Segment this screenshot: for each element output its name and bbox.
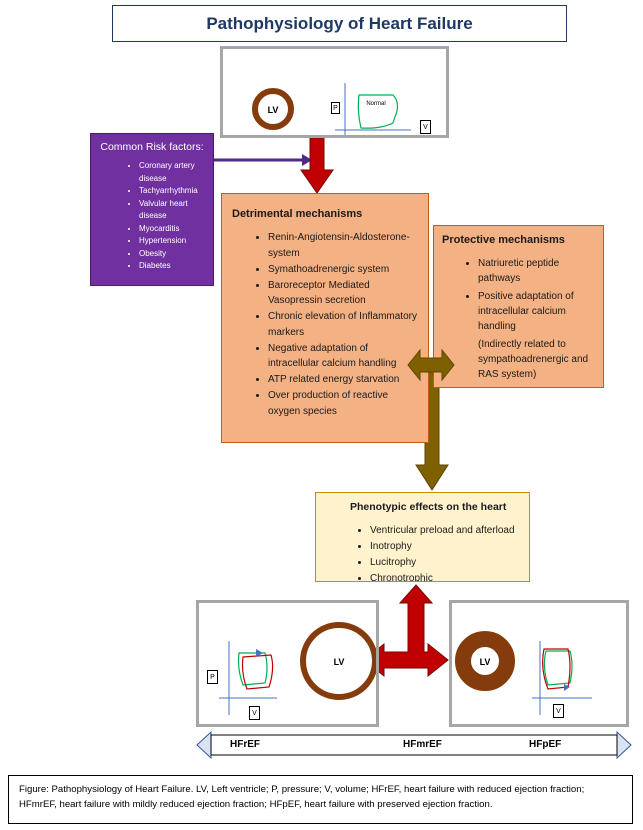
hfref-panel: LV P V	[196, 600, 379, 727]
hfref-label: HFrEF	[230, 739, 260, 750]
page-title: Pathophysiology of Heart Failure	[112, 5, 567, 42]
risk-arrow-head	[302, 154, 312, 166]
phenotypic-item: Inotrophy	[370, 539, 521, 555]
risk-item: Myocarditis	[139, 223, 207, 236]
risk-item: Diabetes	[139, 260, 207, 273]
risk-item: Coronary artery disease	[139, 160, 207, 185]
protective-heading: Protective mechanisms	[442, 234, 565, 246]
hfpef-label: HFpEF	[529, 739, 562, 750]
figure-caption: Figure: Pathophysiology of Heart Failure…	[8, 775, 633, 824]
top-lv-label: LV	[268, 105, 279, 115]
phenotypic-item: Chronotrophic	[370, 571, 521, 581]
detrimental-item: Baroreceptor Mediated Vasopressin secret…	[268, 278, 420, 309]
hfmref-label: HFmrEF	[403, 739, 442, 750]
olive-horizontal-arrow-front	[407, 348, 455, 382]
top-p-label: P	[331, 102, 340, 114]
olive-arrow-overlay	[407, 348, 455, 382]
risk-item: Obesity	[139, 248, 207, 261]
detrimental-item: Symathoadrenergic system	[268, 262, 420, 278]
phenotypic-list: Ventricular preload and afterload Inotro…	[324, 523, 521, 581]
red-multi-arrow	[363, 584, 449, 678]
red-down-arrow	[300, 137, 334, 194]
protective-note: (Indirectly related to sympathoadrenergi…	[478, 339, 589, 380]
protective-mechanisms-box: Protective mechanisms Natriuretic peptid…	[433, 225, 604, 388]
top-panel: LV Normal P V	[220, 46, 449, 138]
phenotypic-effects-box: Phenotypic effects on the heart Ventricu…	[315, 492, 530, 582]
hfpef-figure: LV	[455, 631, 592, 715]
ef-spectrum-arrow	[196, 730, 632, 760]
phenotypic-heading: Phenotypic effects on the heart	[350, 501, 507, 513]
hfpef-v-label: V	[553, 704, 564, 718]
hfpef-panel: LV V	[449, 600, 629, 727]
hfref-figure: LV	[219, 622, 376, 715]
protective-item: Natriuretic peptide pathways	[478, 256, 595, 286]
detrimental-mechanisms-box: Detrimental mechanisms Renin-Angiotensin…	[221, 193, 429, 443]
phenotypic-item: Lucitrophy	[370, 555, 521, 571]
risk-item: Tachyarrhythmia	[139, 185, 207, 198]
phenotypic-item: Ventricular preload and afterload	[370, 523, 521, 539]
detrimental-item: Over production of reactive oxygen speci…	[268, 388, 420, 419]
hfpef-loop-arrow	[564, 684, 570, 691]
detrimental-item: Chronic elevation of Inflammatory marker…	[268, 309, 420, 340]
detrimental-item: Renin-Angiotensin-Aldosterone-system	[268, 230, 420, 261]
risk-factors-box: Common Risk factors: Coronary artery dis…	[90, 133, 214, 286]
hfref-failure-loop	[241, 654, 274, 690]
normal-lv-ring	[252, 88, 294, 130]
hfpef-lv-label: LV	[480, 657, 491, 667]
risk-item: Hypertension	[139, 235, 207, 248]
protective-item: Positive adaptation of intracellular cal…	[478, 289, 595, 334]
hfref-normal-loop	[237, 652, 268, 686]
risk-item: Valvular heart disease	[139, 198, 207, 223]
hfref-p-label: P	[207, 670, 218, 684]
top-v-label: V	[420, 120, 431, 134]
normal-pv-loop	[357, 94, 399, 129]
risk-list: Coronary artery disease Tachyarrhythmia …	[97, 160, 207, 273]
detrimental-item: ATP related energy starvation	[268, 372, 420, 388]
hfref-lv-label: LV	[334, 657, 345, 667]
detrimental-list: Renin-Angiotensin-Aldosterone-system Sym…	[232, 230, 420, 419]
risk-heading: Common Risk factors:	[100, 141, 204, 153]
detrimental-heading: Detrimental mechanisms	[232, 208, 363, 220]
normal-heart-figure: LV Normal	[252, 83, 411, 135]
detrimental-item: Negative adaptation of intracellular cal…	[268, 341, 420, 372]
hfpef-normal-loop	[543, 650, 573, 686]
hfref-loop-arrow	[256, 649, 263, 657]
hfref-v-label: V	[249, 706, 260, 720]
protective-list: Natriuretic peptide pathways Positive ad…	[442, 256, 595, 334]
dilated-lv-ring	[300, 622, 376, 700]
ef-spectrum-bar	[210, 734, 618, 756]
hypertrophic-lv-ring	[455, 631, 515, 691]
normal-loop-label: Normal	[366, 101, 385, 107]
